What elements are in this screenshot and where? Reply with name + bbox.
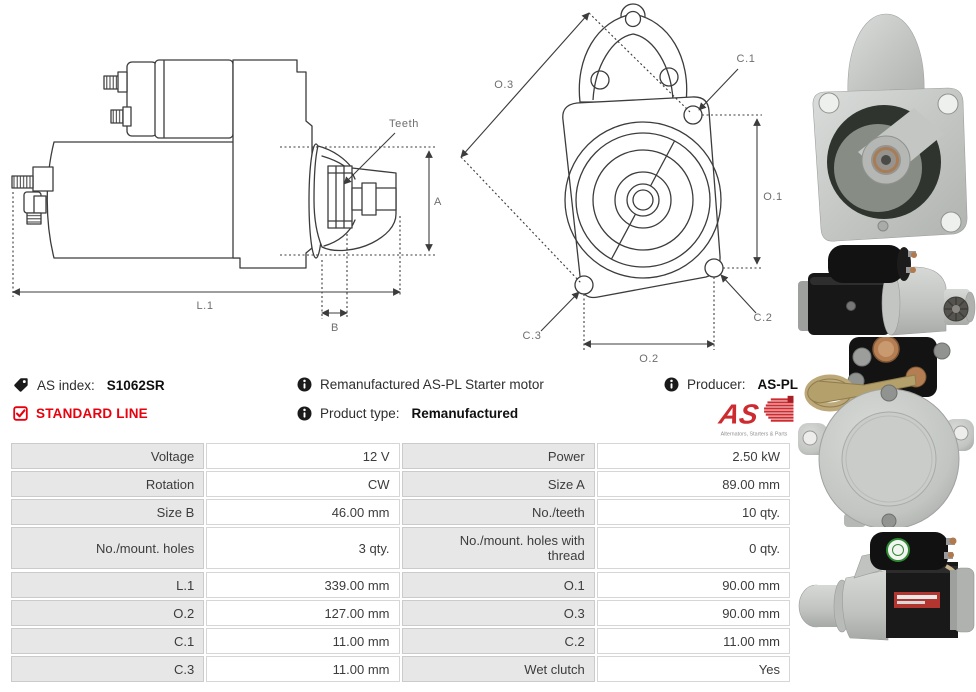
dimension-l1 (12, 192, 401, 297)
spec-label: Power (401, 443, 595, 469)
spec-label: C.3 (11, 656, 205, 682)
spec-value: 12 V (206, 443, 400, 469)
as-pl-logo: AS Alternators, Starters & Parts (716, 395, 794, 437)
logo-tagline: Alternators, Starters & Parts (721, 431, 788, 437)
front-view-drawing: O.3 C.1 O.1 C.2 C.3 O.2 (460, 3, 783, 365)
product-type-label: Product type: (320, 406, 400, 421)
c1-pointer (698, 68, 739, 111)
info-icon (297, 377, 312, 392)
c2-pointer (720, 274, 757, 314)
producer-line: Producer: AS-PL (664, 377, 798, 392)
dim-a-label: A (434, 196, 442, 208)
spec-value: 11.00 mm (206, 628, 400, 654)
spec-value: 11.00 mm (206, 656, 400, 682)
spec-value: 3 qty. (206, 527, 400, 569)
as-index-value: S1062SR (106, 377, 165, 393)
dim-c1-label: C.1 (737, 53, 756, 65)
spec-label: Size B (11, 499, 205, 525)
product-photo-rear[interactable] (796, 337, 976, 527)
teeth-label: Teeth (389, 118, 419, 130)
spec-label: C.1 (11, 628, 205, 654)
product-photo-side-2[interactable] (796, 528, 976, 650)
top-bell-dome (578, 3, 688, 103)
motor-body (46, 141, 248, 259)
bell-housing (232, 59, 313, 269)
spec-value: 90.00 mm (596, 572, 790, 598)
as-index-line: AS index: S1062SR (13, 377, 165, 393)
as-index-label: AS index: (37, 377, 95, 393)
dimension-b (321, 234, 348, 319)
spec-table-bottom: L.1 339.00 mm O.1 90.00 mm O.2 127.00 mm… (11, 572, 790, 682)
spec-value: 11.00 mm (596, 628, 790, 654)
spec-value: 90.00 mm (596, 600, 790, 626)
left-terminal-studs (11, 166, 54, 225)
spec-value: 46.00 mm (206, 499, 400, 525)
solenoid (103, 59, 234, 139)
product-type-value: Remanufactured (411, 406, 519, 421)
side-view-drawing: Teeth A L.1 B (11, 59, 442, 334)
info-icon (664, 377, 679, 392)
spec-label: No./mount. holes with thread (401, 527, 595, 569)
spec-value: 0 qty. (596, 527, 790, 569)
description-line: Remanufactured AS-PL Starter motor (297, 377, 544, 392)
product-type-line: Product type: Remanufactured (297, 406, 518, 421)
spec-label: O.1 (401, 572, 595, 598)
dimension-o1 (702, 114, 762, 269)
c3-pointer (540, 291, 580, 332)
teeth-pointer (343, 132, 396, 185)
dim-o2-label: O.2 (639, 353, 659, 365)
dim-c3-label: C.3 (523, 330, 542, 342)
logo-stripes (764, 395, 794, 422)
spec-label: O.3 (401, 600, 595, 626)
spec-label: Wet clutch (401, 656, 595, 682)
spec-value: 339.00 mm (206, 572, 400, 598)
logo-as-text: AS (716, 399, 761, 430)
dim-b-label: B (331, 322, 339, 334)
spec-label: C.2 (401, 628, 595, 654)
checkbox-checked-icon (13, 406, 28, 421)
dim-c2-label: C.2 (754, 312, 773, 324)
description-text: Remanufactured AS-PL Starter motor (320, 377, 544, 392)
info-icon (297, 406, 312, 421)
drive-end-housing (308, 143, 397, 259)
dim-l1-label: L.1 (196, 300, 213, 312)
tag-icon (14, 378, 28, 392)
standard-line-label: STANDARD LINE (36, 406, 148, 421)
gear-housing-circles (564, 121, 722, 279)
product-photo-side[interactable] (796, 243, 976, 338)
dim-o1-label: O.1 (763, 191, 783, 203)
spec-value: CW (206, 471, 400, 497)
dimension-a (280, 146, 437, 256)
producer-value: AS-PL (757, 377, 799, 392)
product-photo-front[interactable] (796, 4, 976, 242)
pinion-gear (327, 165, 353, 229)
standard-line-badge: STANDARD LINE (13, 406, 148, 421)
spec-label: L.1 (11, 572, 205, 598)
spec-value: 127.00 mm (206, 600, 400, 626)
spec-value: 89.00 mm (596, 471, 790, 497)
producer-label: Producer: (687, 377, 746, 392)
dimension-o2 (583, 277, 715, 350)
spec-label: O.2 (11, 600, 205, 626)
spec-label: Voltage (11, 443, 205, 469)
dim-o3-label: O.3 (494, 79, 514, 91)
spec-label: No./mount. holes (11, 527, 205, 569)
spec-label: Size A (401, 471, 595, 497)
spec-table-top: Voltage 12 V Power 2.50 kW Rotation CW S… (11, 443, 790, 569)
dimension-o3 (460, 12, 691, 284)
spec-label: No./teeth (401, 499, 595, 525)
spec-value: Yes (596, 656, 790, 682)
spec-value: 2.50 kW (596, 443, 790, 469)
spec-value: 10 qty. (596, 499, 790, 525)
spec-label: Rotation (11, 471, 205, 497)
